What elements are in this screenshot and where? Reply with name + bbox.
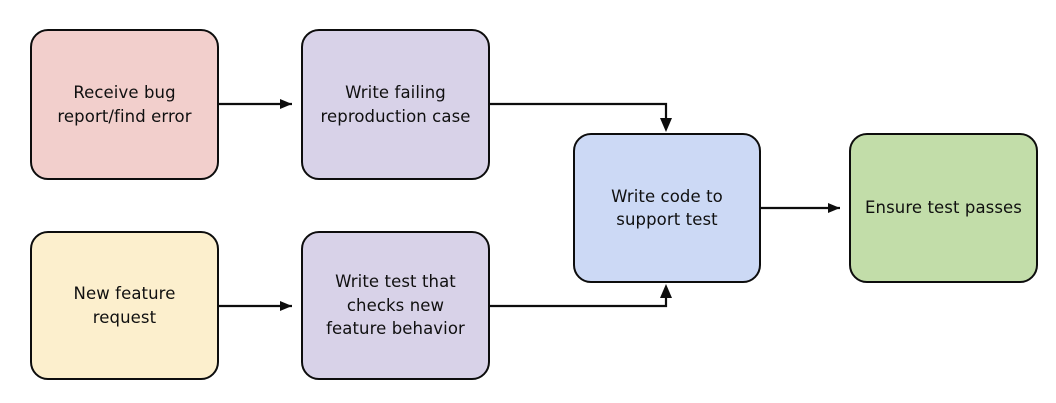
arrowhead-icon xyxy=(280,99,292,109)
node-receive-bug-report[interactable]: Receive bug report/find error xyxy=(30,29,219,180)
edge-path xyxy=(490,102,668,125)
arrowhead-icon xyxy=(280,301,292,311)
edge-write-test-to-write-code xyxy=(490,284,672,308)
node-write-code-to-support-test[interactable]: Write code to support test xyxy=(573,133,761,283)
edge-write-code-to-ensure-passes xyxy=(761,203,840,213)
arrowhead-icon xyxy=(828,203,840,213)
node-write-test-checks-new-feature[interactable]: Write test that checks new feature behav… xyxy=(301,231,490,380)
edge-feature-request-to-write-test xyxy=(219,301,292,311)
node-write-failing-reproduction-case[interactable]: Write failing reproduction case xyxy=(301,29,490,180)
edge-path xyxy=(490,291,668,308)
edge-failing-case-to-write-code xyxy=(490,102,672,132)
arrowhead-icon xyxy=(660,284,672,298)
edge-bug-report-to-failing-case xyxy=(219,99,292,109)
node-new-feature-request[interactable]: New feature request xyxy=(30,231,219,380)
arrowhead-icon xyxy=(660,118,672,132)
node-ensure-test-passes[interactable]: Ensure test passes xyxy=(849,133,1038,283)
